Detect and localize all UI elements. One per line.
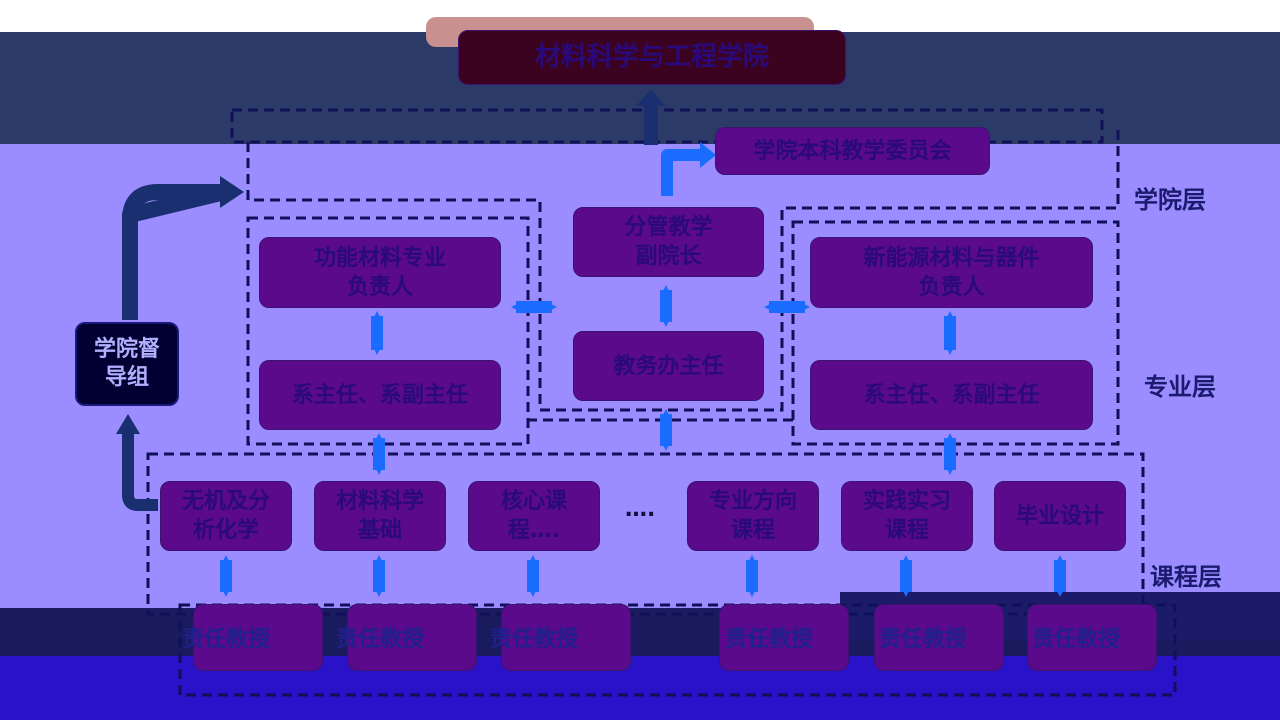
arrow-supervisor-up xyxy=(122,184,227,320)
ellipsis: …. xyxy=(625,497,656,522)
course-direction: 专业方向 课程 xyxy=(687,481,819,551)
major-head-functional: 功能材料专业 负责人 xyxy=(259,237,501,308)
arrow-supervisor-to-college-head xyxy=(220,176,244,208)
arrow-up-title-head xyxy=(636,90,666,106)
committee-box: 学院本科教学委员会 xyxy=(715,127,990,175)
dept-head-functional: 系主任、系副主任 xyxy=(259,360,501,430)
professor-label: 责任教授 xyxy=(335,627,424,652)
professor-label: 责任教授 xyxy=(878,627,967,652)
professor-box xyxy=(347,604,477,671)
professor-box xyxy=(874,604,1004,671)
professor-box xyxy=(193,604,323,671)
major-left-region xyxy=(246,216,530,446)
course-inorganic: 无机及分 析化学 xyxy=(160,481,292,551)
arrow-courses-to-supervisor xyxy=(122,432,158,511)
professor-label: 责任教授 xyxy=(181,627,270,652)
professor-box xyxy=(501,604,631,671)
arrow-supervisor-to-college xyxy=(122,184,225,320)
arrow-to-committee xyxy=(661,149,702,196)
college-region-top xyxy=(230,108,1104,144)
professor-label: 责任教授 xyxy=(724,627,813,652)
arrow-to-committee-head xyxy=(700,142,716,168)
course-thesis: 毕业设计 xyxy=(994,481,1126,551)
dept-head-energy: 系主任、系副主任 xyxy=(810,360,1093,430)
professor-label: 责任教授 xyxy=(1031,627,1120,652)
major-head-energy: 新能源材料与器件 负责人 xyxy=(810,237,1093,308)
professor-box xyxy=(1027,604,1157,671)
layer-label-major: 专业层 xyxy=(1144,373,1216,401)
layer-label-course: 课程层 xyxy=(1150,563,1222,591)
professor-region xyxy=(178,603,1177,697)
professor-box xyxy=(719,604,849,671)
course-practice: 实践实习 课程 xyxy=(841,481,973,551)
arrow-courses-to-supervisor-head xyxy=(116,414,140,434)
layer-label-college: 学院层 xyxy=(1134,186,1206,214)
course-core: 核心课 程…. xyxy=(468,481,600,551)
professor-label: 责任教授 xyxy=(489,627,578,652)
college-title: 材料科学与工程学院 xyxy=(458,30,846,85)
supervisor-box: 学院督 导组 xyxy=(75,322,179,406)
academic-office-box: 教务办主任 xyxy=(573,331,764,401)
course-region xyxy=(146,452,1145,616)
arrows xyxy=(116,90,1066,597)
course-materials: 材料科学 基础 xyxy=(314,481,446,551)
vice-dean-box: 分管教学 副院长 xyxy=(573,207,764,277)
